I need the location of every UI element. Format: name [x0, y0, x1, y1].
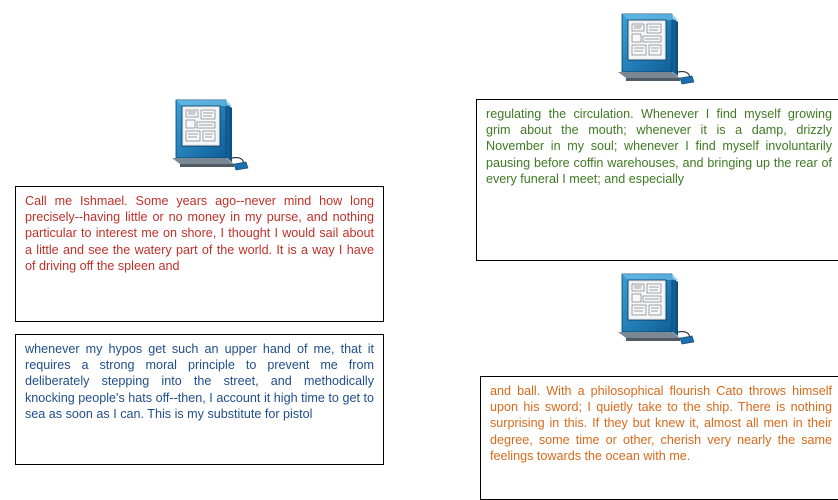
- computer-terminal-icon: [168, 96, 250, 174]
- text-box-green: regulating the circulation. Whenever I f…: [476, 99, 838, 261]
- text-box-red: Call me Ishmael. Some years ago--never m…: [15, 186, 384, 322]
- text-box-orange: and ball. With a philosophical flourish …: [480, 376, 838, 500]
- text-box-red-text: Call me Ishmael. Some years ago--never m…: [25, 194, 374, 273]
- computer-icon-red: [168, 96, 250, 174]
- text-box-orange-text: and ball. With a philosophical flourish …: [490, 384, 832, 463]
- computer-icon-green: [614, 10, 696, 88]
- computer-icon-orange: [614, 270, 696, 348]
- text-box-blue-text: whenever my hypos get such an upper hand…: [25, 342, 374, 421]
- computer-terminal-icon: [614, 10, 696, 88]
- text-box-blue: whenever my hypos get such an upper hand…: [15, 334, 384, 465]
- text-box-green-text: regulating the circulation. Whenever I f…: [486, 107, 832, 186]
- computer-terminal-icon: [614, 270, 696, 348]
